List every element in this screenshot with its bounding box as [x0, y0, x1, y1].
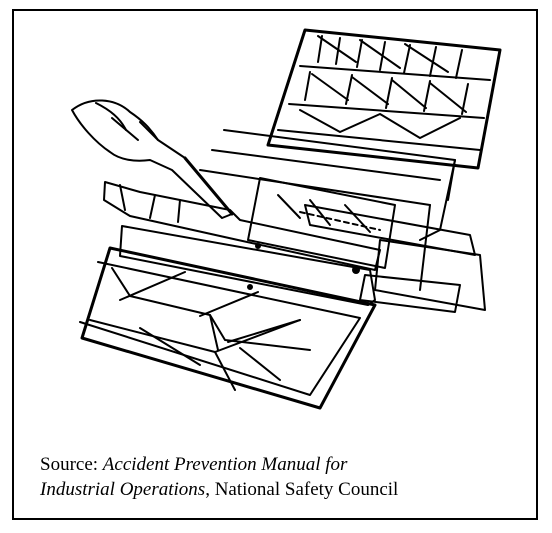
caption-title-line2: Industrial Operations — [40, 479, 206, 500]
caption-publisher: , National Safety Council — [205, 479, 399, 500]
caption-lead: Source: — [40, 454, 103, 475]
lower-rack — [79, 246, 377, 410]
caption-title-line1: Accident Prevention Manual for — [102, 454, 348, 475]
operator-hand — [71, 99, 234, 219]
front-clamp — [103, 181, 381, 306]
cutting-bar — [304, 204, 486, 313]
figure-frame — [12, 9, 538, 520]
guard-shield — [247, 177, 396, 269]
upper-rack — [266, 28, 502, 170]
figure-caption: Source: Accident Prevention Manual for I… — [40, 452, 520, 502]
